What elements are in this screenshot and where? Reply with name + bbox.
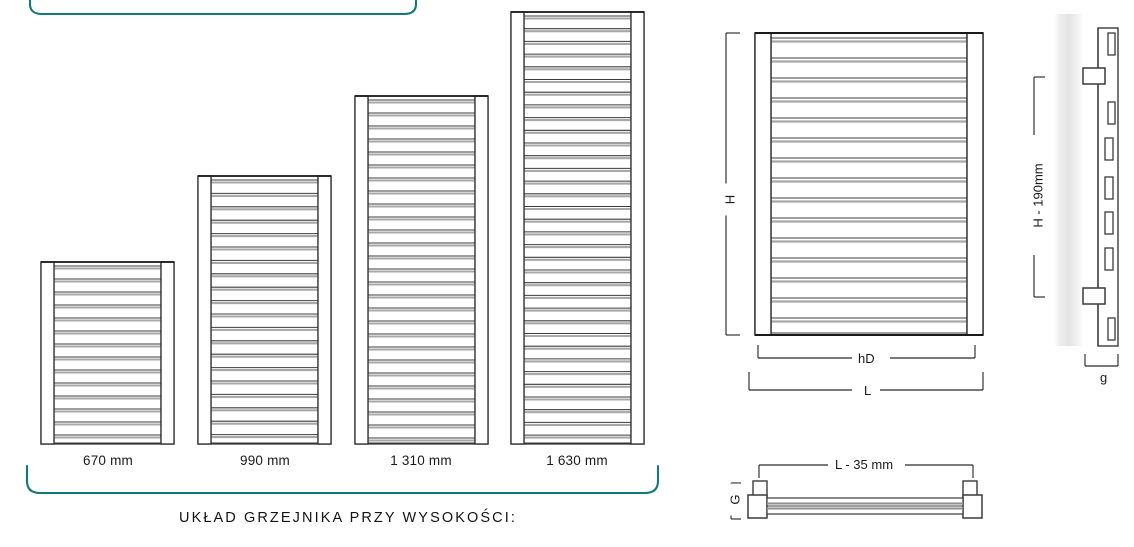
size-label-1310: 1 310 mm [390,453,452,468]
size-label-1630: 1 630 mm [546,453,608,468]
dim-label-G: G [727,483,743,516]
side-view-drawing [1054,14,1119,347]
dim-label-L: L [860,383,876,398]
dim-label-g: g [1096,370,1112,385]
dimension-hD [757,345,976,359]
radiator-670 [40,261,175,445]
dim-label-hD: hD [854,351,879,366]
accent-bracket-bottom [25,464,660,495]
front-view-drawing [754,32,984,336]
size-label-990: 990 mm [240,453,290,468]
radiator-990 [197,175,332,445]
dim-label-H-minus-190: H - 190mm [1030,150,1046,241]
height-arrangement-caption: UKŁAD GRZEJNIKA PRZY WYSOKOŚCI: [179,510,517,526]
dimension-H-minus-190 [1033,76,1045,298]
dimension-L-minus-35 [758,464,974,478]
dimension-H [725,32,740,336]
accent-bracket-top [28,0,418,16]
dim-label-H: H [722,183,738,216]
dimension-g [1084,354,1119,367]
dimension-L [748,372,984,391]
size-label-670: 670 mm [83,453,133,468]
radiator-1310 [354,95,489,445]
radiator-1630 [510,11,645,445]
top-view-drawing [747,480,983,519]
dim-label-L-minus-35: L - 35 mm [831,457,898,472]
